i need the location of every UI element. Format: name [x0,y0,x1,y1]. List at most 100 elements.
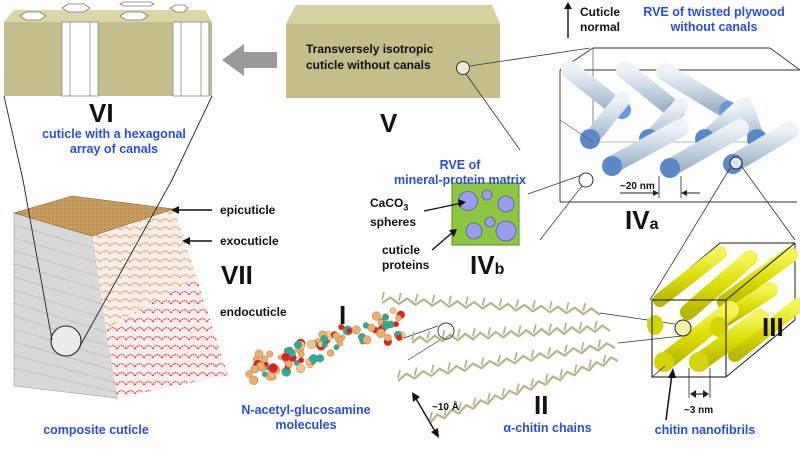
chain-branch [463,359,468,369]
atom [395,334,403,341]
chain-branch [548,300,553,310]
level-iii-caption: chitin nanofibrils [654,423,756,437]
atom [389,307,397,314]
chain-branch [582,302,587,312]
atom [332,332,340,340]
level-ivb-caption-line2: mineral-protein matrix [394,173,526,187]
level-v-box-text-line1: Transversely isotropic [306,42,434,56]
level-i-caption-line2: molecules [275,418,337,432]
atom [294,340,303,350]
level-vii-numeral: VII [221,260,253,290]
chain-branch [413,367,418,376]
chain-branch [578,321,583,331]
chain-branch [430,364,435,374]
chain-branch [480,357,485,366]
chain-branch [565,301,570,311]
arrow-icon [412,392,420,402]
chain-branch [456,328,461,338]
level-ii-numeral: II [534,390,549,420]
atom [395,314,402,322]
atom [296,364,306,374]
caco3-sphere [481,189,493,201]
chain-branch [544,373,549,383]
endocuticle-label: endocuticle [220,305,287,319]
plywood-spacing-label: ~20 nm [620,181,655,192]
cuticle-canals-block [4,1,212,97]
chain-spacing-label: ~10 Å [432,402,459,413]
arrow-left-icon [182,237,190,245]
proteins-label-line2: proteins [382,258,430,272]
cuticle-proteins-label: cuticle proteins [382,243,429,273]
chain-branch [515,383,520,392]
rve-marker-circle [578,172,594,188]
atom [281,352,290,362]
atom [287,349,296,358]
arrow-left-icon [171,206,179,214]
chain-branch [472,328,476,337]
level-v-box-text: Transversely isotropic cuticle without c… [306,41,433,73]
chain-branch [429,411,433,421]
chain-branch [588,359,592,368]
zoom-circle [50,325,82,357]
level-iva-caption: RVE of twisted plywood without canals [634,5,794,35]
atom [249,375,259,385]
chain-branch [414,293,419,303]
level-vi-numeral: VI [89,98,114,128]
atom [346,327,353,334]
chain-branch [563,322,568,332]
atom [260,355,269,363]
chain-branch [573,364,578,373]
chain-branch [501,387,506,397]
atom [393,321,399,327]
epicuticle-label: epicuticle [220,203,276,217]
level-ivb-numeral: IVb [470,250,504,281]
chain-branch [381,291,385,301]
caco3-sphere [465,222,483,240]
chain-branch [602,354,607,364]
level-vi-caption: cuticle with a hexagonal array of canals [14,127,214,157]
atom [367,323,376,332]
exocuticle-label: exocuticle [220,234,279,248]
atom [384,334,392,342]
twisted-plywood-rve [559,2,800,203]
chain-branch [443,406,448,416]
atom [245,370,253,378]
level-iva-caption-line2: without canals [670,20,758,34]
chain-branch [532,300,536,309]
caco3-sphere [497,195,515,213]
level-iva-numeral-sub: a [649,216,659,233]
atom [333,344,340,351]
chain-branch [515,299,520,308]
level-ivb-caption: RVE of mineral-protein matrix [380,158,540,188]
atom [351,325,361,335]
zoom-line [3,95,24,181]
chain-branch [564,344,568,353]
chain-branch [464,296,469,305]
level-iii-numeral: III [762,312,784,342]
level-i-caption: N-acetyl-glucosamine molecules [236,403,376,433]
level-v-box-text-line2: cuticle without canals [306,58,431,72]
arrow-icon [431,428,439,438]
level-ivb-numeral-sub: b [494,261,505,278]
caco3-label-main: CaCO [370,196,404,210]
chain-branch [441,329,446,339]
chain-branch [486,392,491,402]
atom [376,328,386,338]
atom [338,324,345,331]
atom [371,311,382,321]
chain-branch [530,349,535,358]
cuticle-normal-label-line2: normal [580,20,621,34]
level-i-numeral: I [339,300,347,330]
atom [381,320,391,330]
atom [382,314,389,321]
atom [309,354,319,364]
caco3-sphere [495,220,517,242]
chain-branch [481,297,486,306]
atom [293,359,300,366]
arrow-icon [449,229,457,237]
chain-branch [502,326,507,335]
atom [298,357,305,364]
chain-branch [593,320,598,330]
level-vii-caption: composite cuticle [43,423,149,437]
